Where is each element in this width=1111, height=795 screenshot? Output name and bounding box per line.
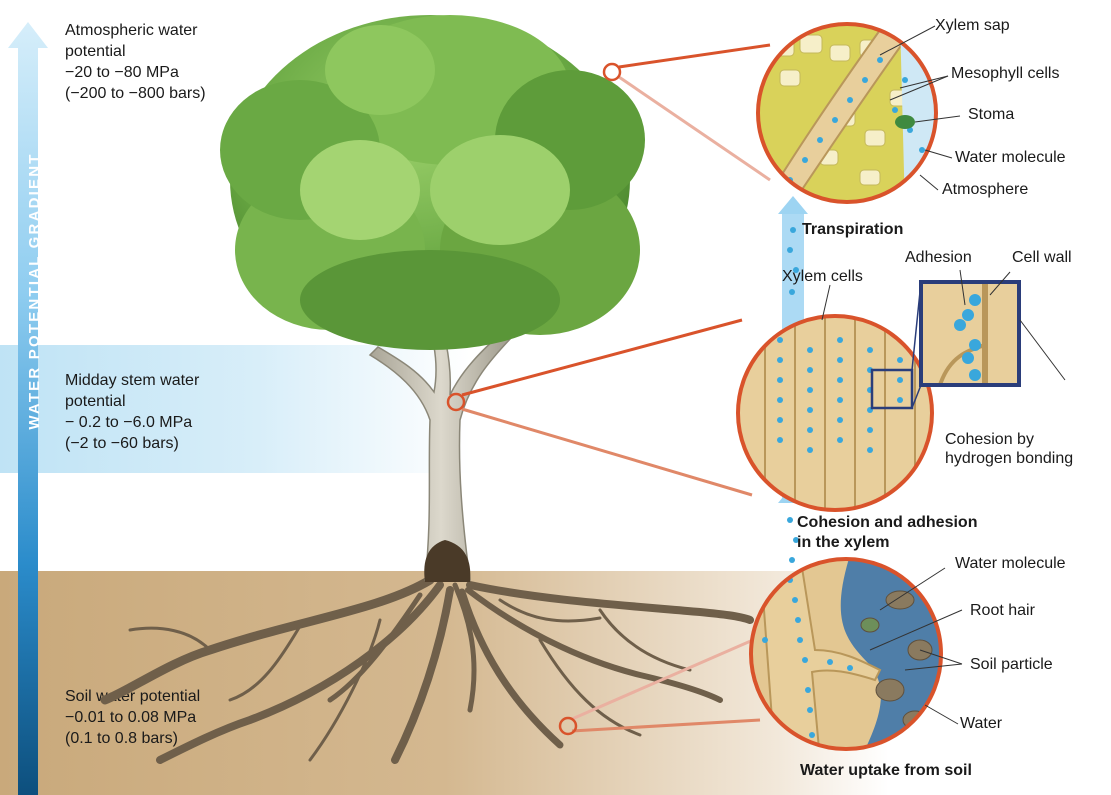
root-hair-label: Root hair [970,601,1035,620]
soil-particle-label: Soil particle [970,655,1053,674]
xylem-cells-label: Xylem cells [782,267,863,286]
mesophyll-cells-label: Mesophyll cells [951,64,1059,83]
xylem-caption: Cohesion and adhesion in the xylem [797,513,977,553]
leaf-crown [220,15,645,350]
cohesion-label: Cohesion by hydrogen bonding [945,430,1073,468]
soil-panel [745,555,950,760]
water-label: Water [960,714,1002,733]
xylem-sap-label: Xylem sap [935,16,1010,35]
roots [105,580,750,760]
atmosphere-label: Atmosphere [942,180,1028,199]
adhesion-label: Adhesion [905,248,972,267]
water-molecule-label-bottom: Water molecule [955,554,1066,573]
cell-wall-label: Cell wall [1012,248,1072,267]
xylem-panel [735,282,935,515]
root-callout-marker [560,718,576,734]
transpiration-panel [750,20,950,215]
xylem-inset [921,282,1019,385]
transpiration-caption: Transpiration [802,220,903,240]
water-molecule-label-top: Water molecule [955,148,1066,167]
leaf-callout-marker [604,64,620,80]
soil-caption: Water uptake from soil [800,761,972,781]
stoma-label: Stoma [968,105,1014,124]
